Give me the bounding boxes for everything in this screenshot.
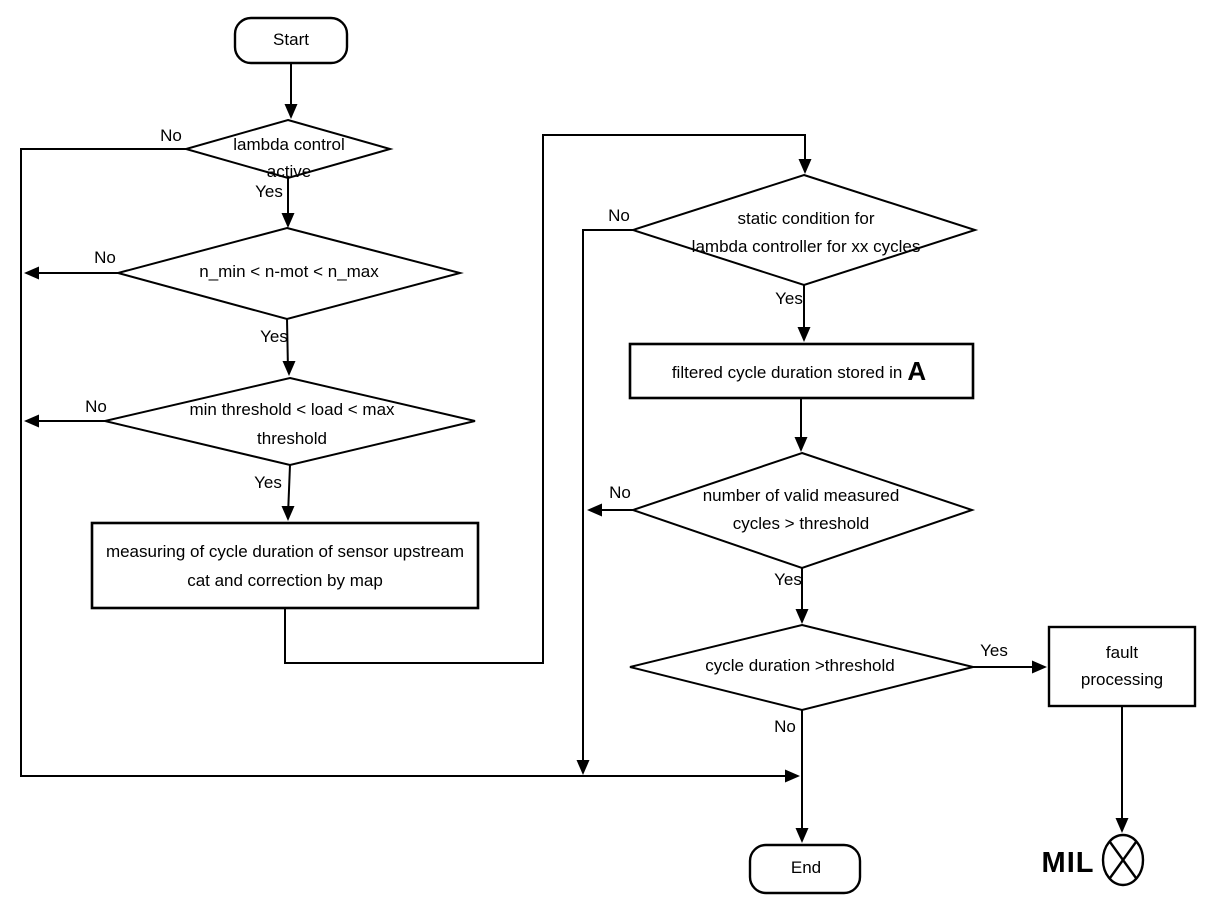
end-terminator-shape — [748, 843, 862, 895]
valid-yes-label: Yes — [774, 570, 802, 589]
cycle-yes-label: Yes — [980, 641, 1008, 660]
valid-cycles-line2: cycles > threshold — [732, 514, 870, 533]
load-no-label: No — [85, 397, 107, 416]
fault-process-label: fault processing — [1081, 639, 1163, 693]
lambda-control-decision-shape — [182, 118, 394, 180]
edge-measure-loop-to-static — [284, 134, 806, 664]
fault-process-shape — [1047, 625, 1197, 708]
nmot-range-decision-shape — [114, 226, 464, 321]
nmot-no-label: No — [94, 248, 116, 267]
load-range-line1: min threshold < load < max — [189, 400, 395, 419]
edge-lambda-no-left-rail — [20, 148, 786, 777]
static-condition-line2: lambda controller for xx cycles — [691, 237, 921, 256]
nmot-range-decision-label: n_min < n-mot < n_max — [199, 262, 379, 281]
mil-indicator-icon — [1101, 833, 1145, 887]
filtered-process-shape — [628, 342, 975, 400]
load-range-decision-shape — [104, 376, 476, 467]
lambda-yes-label: Yes — [255, 182, 283, 201]
load-range-decision-label: min threshold < load < max threshold — [189, 395, 394, 453]
measure-line1: measuring of cycle duration of sensor up… — [105, 542, 465, 561]
start-label: Start — [273, 30, 309, 49]
measure-line2: cat and correction by map — [187, 571, 383, 590]
load-range-line2: threshold — [257, 429, 327, 448]
start-terminator-shape — [233, 16, 349, 65]
measure-process-shape — [90, 521, 480, 610]
fault-line1: fault — [1105, 643, 1139, 662]
lambda-control-decision-label: lambda control active — [233, 131, 345, 185]
static-condition-decision-shape — [629, 173, 979, 287]
end-label: End — [790, 858, 822, 877]
valid-cycles-decision-label: number of valid measured cycles > thresh… — [703, 482, 900, 538]
cycle-duration-decision-shape — [629, 623, 974, 712]
measure-process-label: measuring of cycle duration of sensor up… — [106, 537, 464, 595]
mil-label: MIL — [1041, 847, 1095, 879]
fault-line2: processing — [1080, 670, 1164, 689]
valid-cycles-decision-shape — [629, 451, 976, 570]
static-yes-label: Yes — [775, 289, 803, 308]
filtered-text: filtered cycle duration stored in — [671, 363, 903, 382]
valid-no-label: No — [609, 483, 631, 502]
arrowheads — [24, 104, 1129, 843]
load-yes-label: Yes — [254, 473, 282, 492]
static-condition-decision-label: static condition for lambda controller f… — [692, 205, 921, 261]
lambda-control-line2: active — [266, 162, 312, 181]
nmot-yes-label: Yes — [260, 327, 288, 346]
valid-cycles-line1: number of valid measured — [702, 486, 900, 505]
lambda-no-label: No — [160, 126, 182, 145]
cycle-duration-decision-label: cycle duration >threshold — [705, 656, 895, 675]
lambda-control-line1: lambda control — [233, 135, 345, 154]
static-no-label: No — [608, 206, 630, 225]
edge-static-no-rail — [582, 229, 633, 764]
filtered-variable-a: A — [907, 356, 927, 386]
cycle-no-label: No — [774, 717, 796, 736]
static-condition-line1: static condition for — [737, 209, 875, 228]
